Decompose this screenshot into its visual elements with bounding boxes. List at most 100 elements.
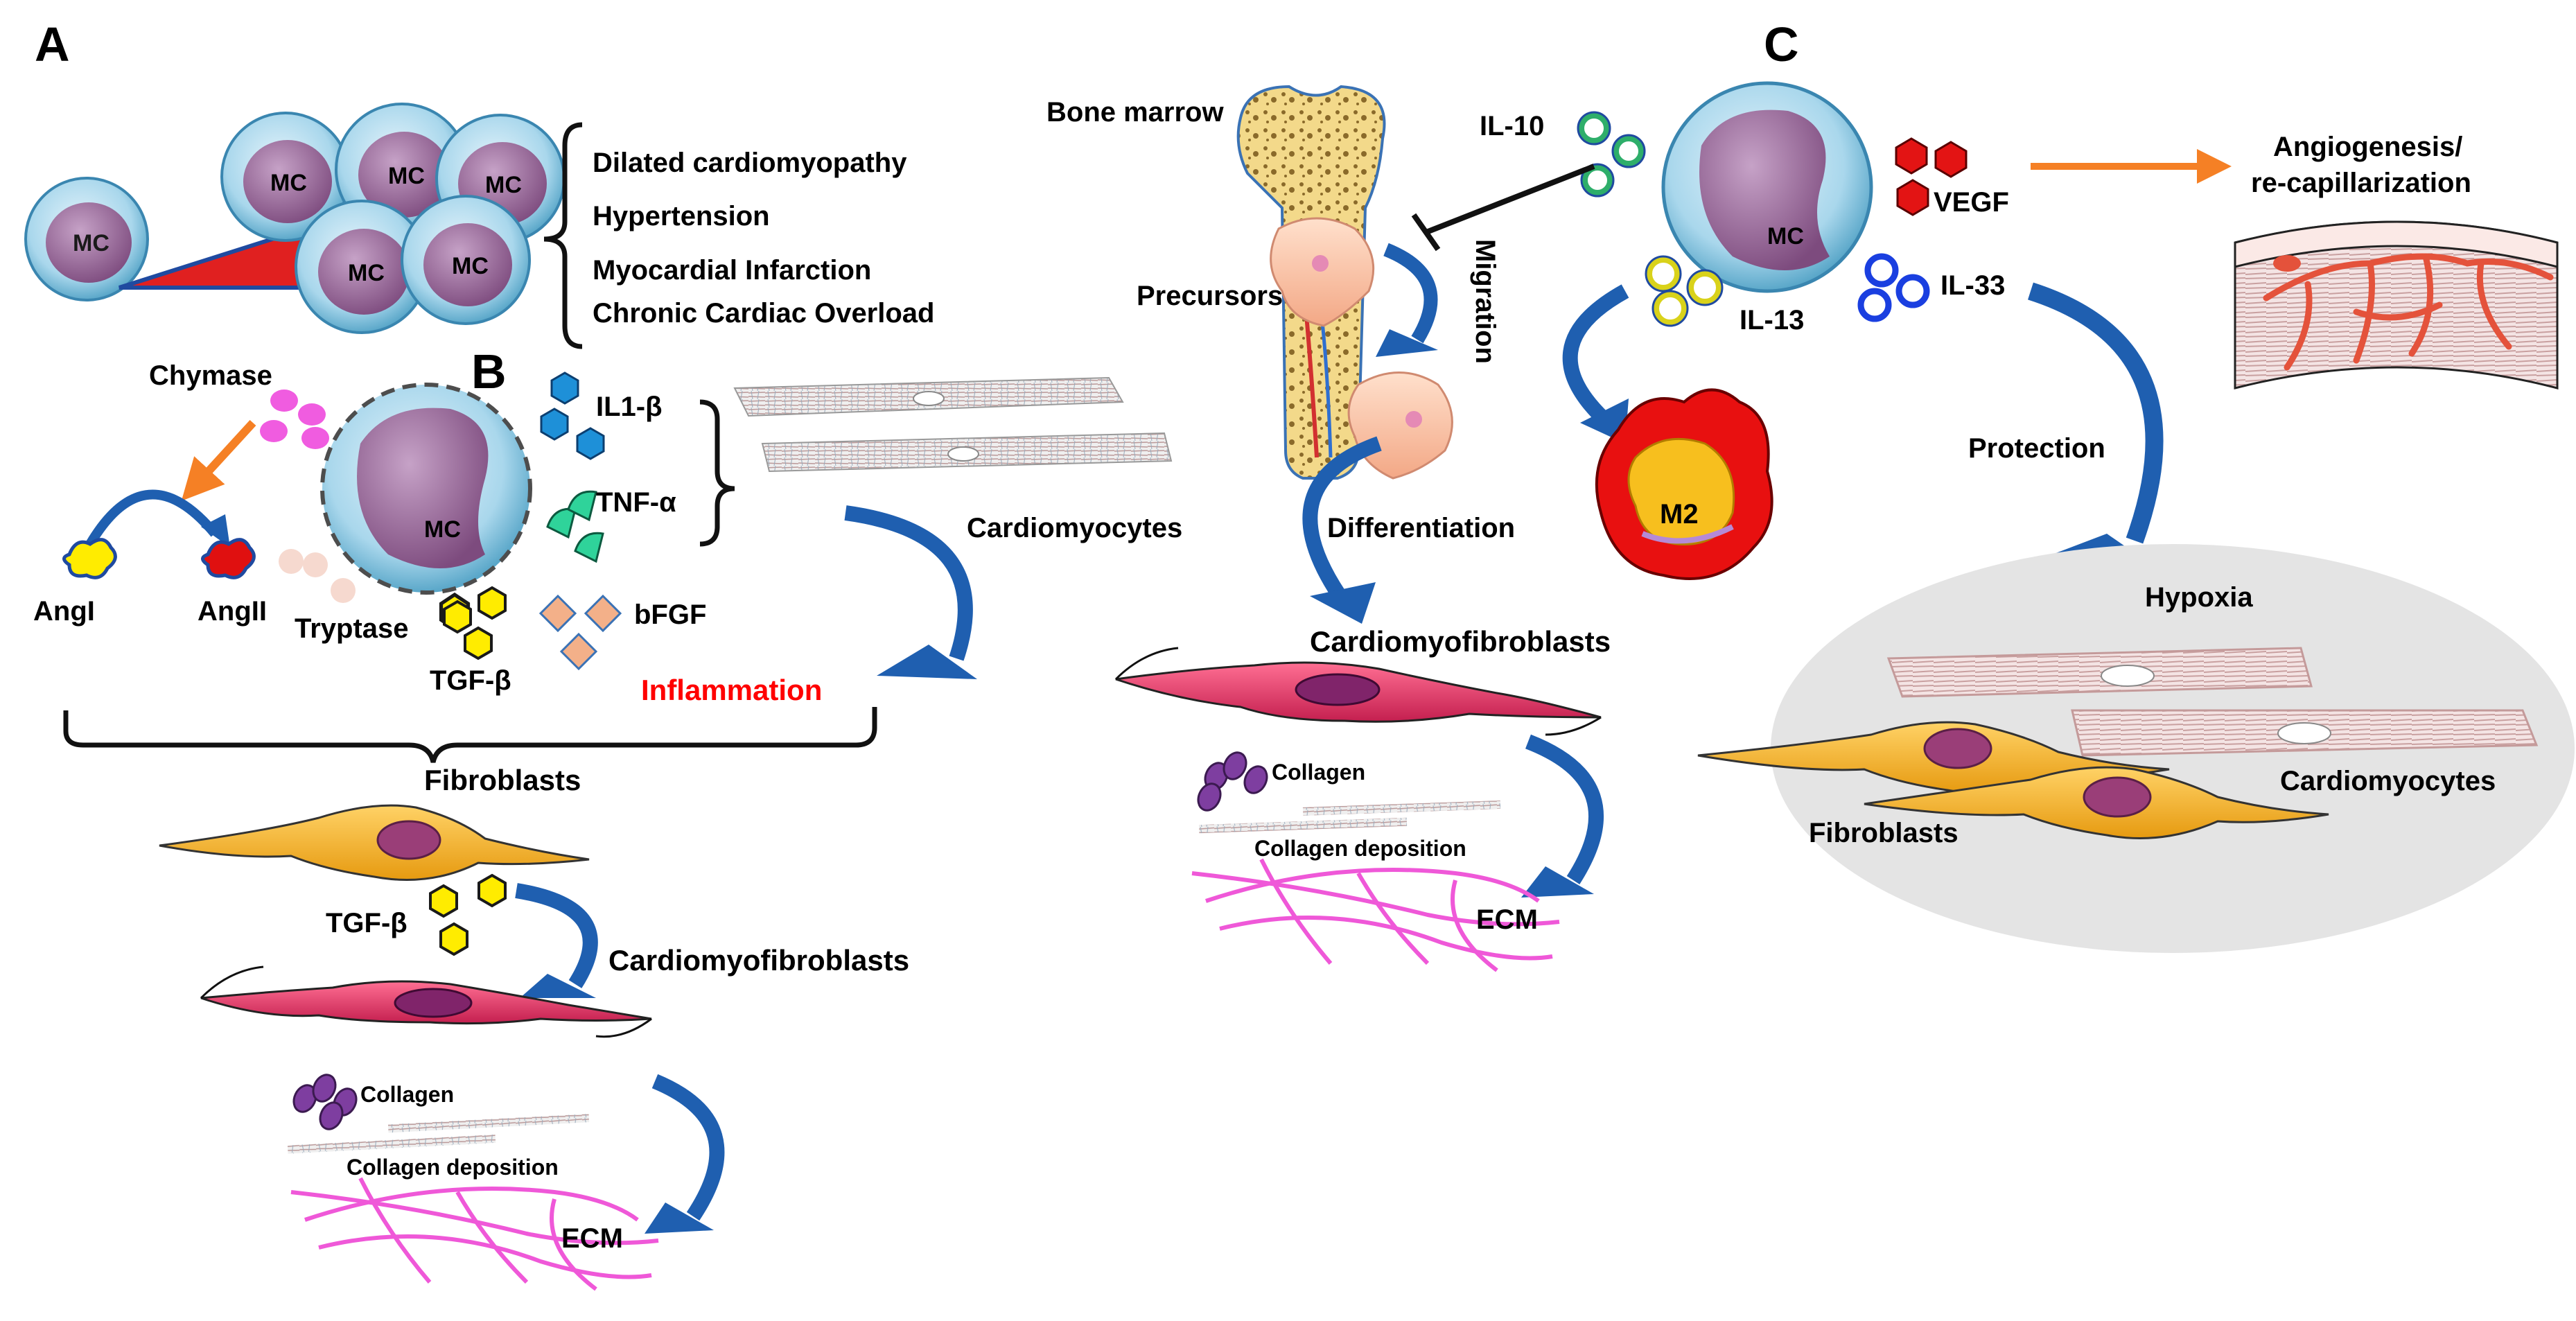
- ecm-fibers-mid: [1191, 858, 1560, 972]
- differentiation-arrow-b: [515, 883, 598, 988]
- cardiomyofibroblasts-label-mid: Cardiomyofibroblasts: [1310, 625, 1611, 658]
- capillary-tissue: [2234, 220, 2559, 390]
- tryptase-granules: [279, 549, 356, 603]
- tgf-beta-granules: [439, 586, 507, 660]
- ecm-label-b: ECM: [561, 1223, 623, 1254]
- mast-cell-label: MC: [1767, 223, 1804, 250]
- mast-cell-label: MC: [348, 260, 385, 286]
- collagen-label-mid: Collagen: [1272, 760, 1365, 785]
- differentiation-label: Differentiation: [1327, 513, 1515, 543]
- tgf-beta-label-2: TGF-β: [326, 908, 408, 938]
- chymase-label: Chymase: [149, 360, 272, 391]
- m2-macrophage: M2: [1595, 388, 1773, 580]
- cardiomyofibroblasts-label-b: Cardiomyofibroblasts: [608, 944, 909, 977]
- fibroblasts-label-b: Fibroblasts: [424, 764, 581, 796]
- myofibroblast-b: [200, 965, 652, 1038]
- inflammation-label: Inflammation: [641, 674, 822, 706]
- arrowhead: [1521, 866, 1594, 898]
- ecm-arrow-mid: [1525, 734, 1604, 884]
- mast-cell-c: MC: [1661, 81, 1873, 293]
- precursor-cell-2: [1347, 371, 1453, 480]
- precursor-cell-1: [1270, 217, 1375, 327]
- angiotensin-conversion-arrow: [85, 489, 219, 547]
- collagen-deposition-label-mid: Collagen deposition: [1254, 836, 1466, 861]
- inhibition-bar: [1411, 213, 1441, 252]
- angiogenesis-line-1: Angiogenesis/: [2273, 132, 2462, 162]
- bfgf-label: bFGF: [634, 600, 706, 630]
- mast-cell-label: MC: [270, 170, 307, 196]
- mast-cell-cluster: MC MC MC MC MC: [220, 103, 566, 334]
- chymase-arrow: [181, 419, 256, 501]
- arrowhead: [520, 974, 596, 998]
- mast-cell-label: MC: [388, 163, 425, 189]
- conditions-brace: [543, 122, 583, 349]
- angi-label: AngI: [33, 596, 95, 627]
- tryptase-label: Tryptase: [295, 613, 409, 644]
- fibroblast-brace: [63, 707, 877, 763]
- angii-label: AngII: [198, 596, 267, 627]
- il1-beta-granules: [540, 371, 605, 460]
- arrowhead: [1310, 582, 1376, 624]
- bfgf-granules: [538, 594, 622, 671]
- collagen-fibers-mid: [1198, 800, 1501, 834]
- bone-marrow-label: Bone marrow: [1046, 97, 1224, 128]
- tnf-alpha-granules: [546, 490, 604, 563]
- m2-polarization-arrow: [1562, 284, 1629, 429]
- arrowhead: [645, 1202, 714, 1234]
- fibroblasts-label-c: Fibroblasts: [1809, 818, 1959, 848]
- collagen-molecules-mid: [1197, 751, 1268, 812]
- differentiation-arrow-mid: [1302, 436, 1382, 608]
- fibroblast-c-2: [1864, 766, 2329, 839]
- vegf-label: VEGF: [1934, 187, 2009, 218]
- il10-granules: [1579, 113, 1644, 195]
- precursors-label: Precursors: [1137, 281, 1283, 311]
- arrowhead: [877, 645, 977, 679]
- il13-granules-inner: [1645, 255, 1724, 327]
- collagen-molecules-b: [292, 1074, 358, 1130]
- il1-beta-label: IL1-β: [596, 392, 663, 422]
- condition-item: Dilated cardiomyopathy: [593, 148, 907, 178]
- inflammation-arrow: [844, 505, 973, 661]
- il10-label: IL-10: [1480, 111, 1544, 141]
- protection-arrow: [2028, 282, 2164, 544]
- myofibroblast-mid: [1114, 647, 1602, 736]
- cardiomyocytes-c: [1886, 647, 2539, 757]
- mast-cell-label: MC: [485, 172, 522, 198]
- migration-arrow: [1383, 243, 1438, 344]
- chymase-granules: [260, 390, 329, 449]
- tnf-alpha-label: TNF-α: [596, 487, 676, 518]
- tgf-beta-label: TGF-β: [430, 665, 511, 696]
- condition-item: Hypertension: [593, 201, 770, 231]
- collagen-label-b: Collagen: [360, 1082, 454, 1107]
- m2-label: M2: [1660, 499, 1699, 530]
- condition-item: Myocardial Infarction: [593, 255, 871, 286]
- cardiomyocytes-label-c: Cardiomyocytes: [2280, 766, 2496, 796]
- ecm-arrow-b: [651, 1074, 725, 1221]
- il33-label: IL-33: [1940, 270, 2005, 301]
- tgf-beta-granules-2: [429, 873, 507, 956]
- collagen-fibers-b: [287, 1114, 590, 1154]
- panel-label-c: C: [1764, 17, 1799, 71]
- angi-molecule: [62, 538, 117, 579]
- mast-cell-label: MC: [452, 253, 489, 279]
- il13-label: IL-13: [1740, 305, 1804, 335]
- collagen-deposition-label-b: Collagen deposition: [347, 1155, 559, 1180]
- panel-label-b: B: [471, 344, 507, 399]
- condition-item: Chronic Cardiac Overload: [593, 298, 934, 329]
- ecm-label-mid: ECM: [1476, 904, 1538, 935]
- hypoxia-label: Hypoxia: [2145, 582, 2253, 613]
- migration-label: Migration: [1470, 239, 1500, 364]
- inhibition-line: [1425, 164, 1595, 235]
- il10-granules-inner: [1577, 111, 1646, 198]
- cardiomyocytes-label-b: Cardiomyocytes: [967, 513, 1182, 543]
- degranulating-mast-cell: MC: [320, 383, 532, 595]
- arrowhead: [201, 514, 230, 548]
- cytokine-brace: [699, 399, 735, 547]
- conditions-list: Dilated cardiomyopathy Hypertension Myoc…: [593, 148, 934, 329]
- mast-cell-single: MC: [24, 177, 149, 301]
- panel-label-a: A: [35, 17, 70, 71]
- ecm-fibers-b: [290, 1177, 659, 1291]
- il13-granules: [1647, 257, 1721, 325]
- cardiomyocytes-b: [733, 376, 1173, 473]
